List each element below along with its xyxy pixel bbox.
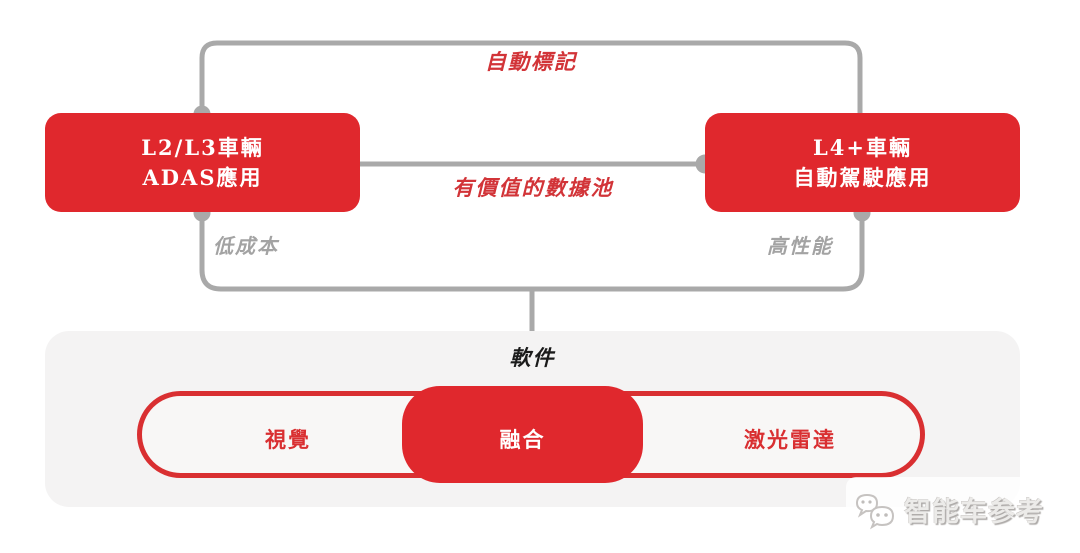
l2l3-adas-box: L2/L3車輛 ADAS應用 [45,113,360,212]
wechat-bubbles-icon [855,493,895,530]
segment-vision: 視覺 [265,427,311,452]
watermark: 智能车参考 [846,477,1080,541]
l4-box-line2: 自動駕駛應用 [793,164,932,190]
software-title: 軟件 [509,345,556,370]
segment-fusion: 融合 [499,427,546,452]
l4-box-line1: L4+車輛 [813,134,912,160]
fusion-active-blob [402,386,643,483]
l2l3-box-line2: ADAS應用 [142,164,263,190]
top-connector-line [199,40,863,119]
low-cost-caption: 低成本 [213,234,279,258]
valuable-data-pool-label: 有價值的數據池 [452,175,614,200]
auto-labeling-label: 自動標記 [485,49,577,74]
high-performance-caption: 高性能 [767,234,833,258]
l2l3-box-line1: L2/L3車輛 [141,134,264,160]
bottom-connector-line [199,207,865,292]
l4-autonomous-box: L4+車輛 自動駕駛應用 [705,113,1020,212]
watermark-text: 智能车参考 [904,496,1044,528]
segment-lidar: 激光雷達 [744,427,836,452]
